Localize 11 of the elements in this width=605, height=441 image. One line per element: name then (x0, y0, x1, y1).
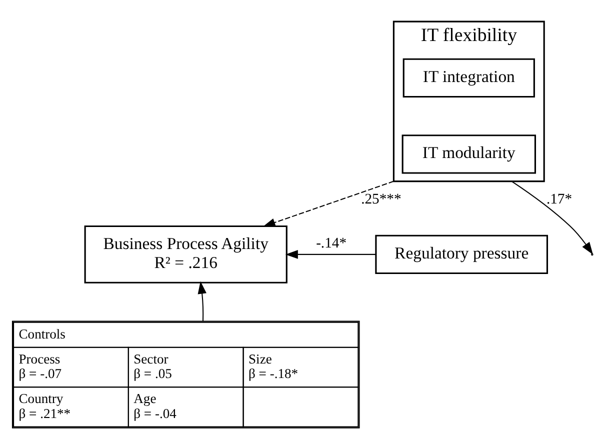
arrow (262, 180, 394, 227)
arrow (285, 250, 376, 259)
node-box: IT modularity (402, 134, 536, 174)
node-box: Regulatory pressure (375, 234, 548, 274)
edge-label: .17* (546, 191, 572, 208)
node-box: IT integration (402, 58, 535, 98)
arrow (511, 180, 594, 255)
arrow (198, 281, 206, 322)
edge-label: .25*** (361, 191, 402, 208)
edge-label: -.14* (316, 235, 347, 252)
node-box: Business Process Agility R² = .216 (84, 225, 288, 284)
